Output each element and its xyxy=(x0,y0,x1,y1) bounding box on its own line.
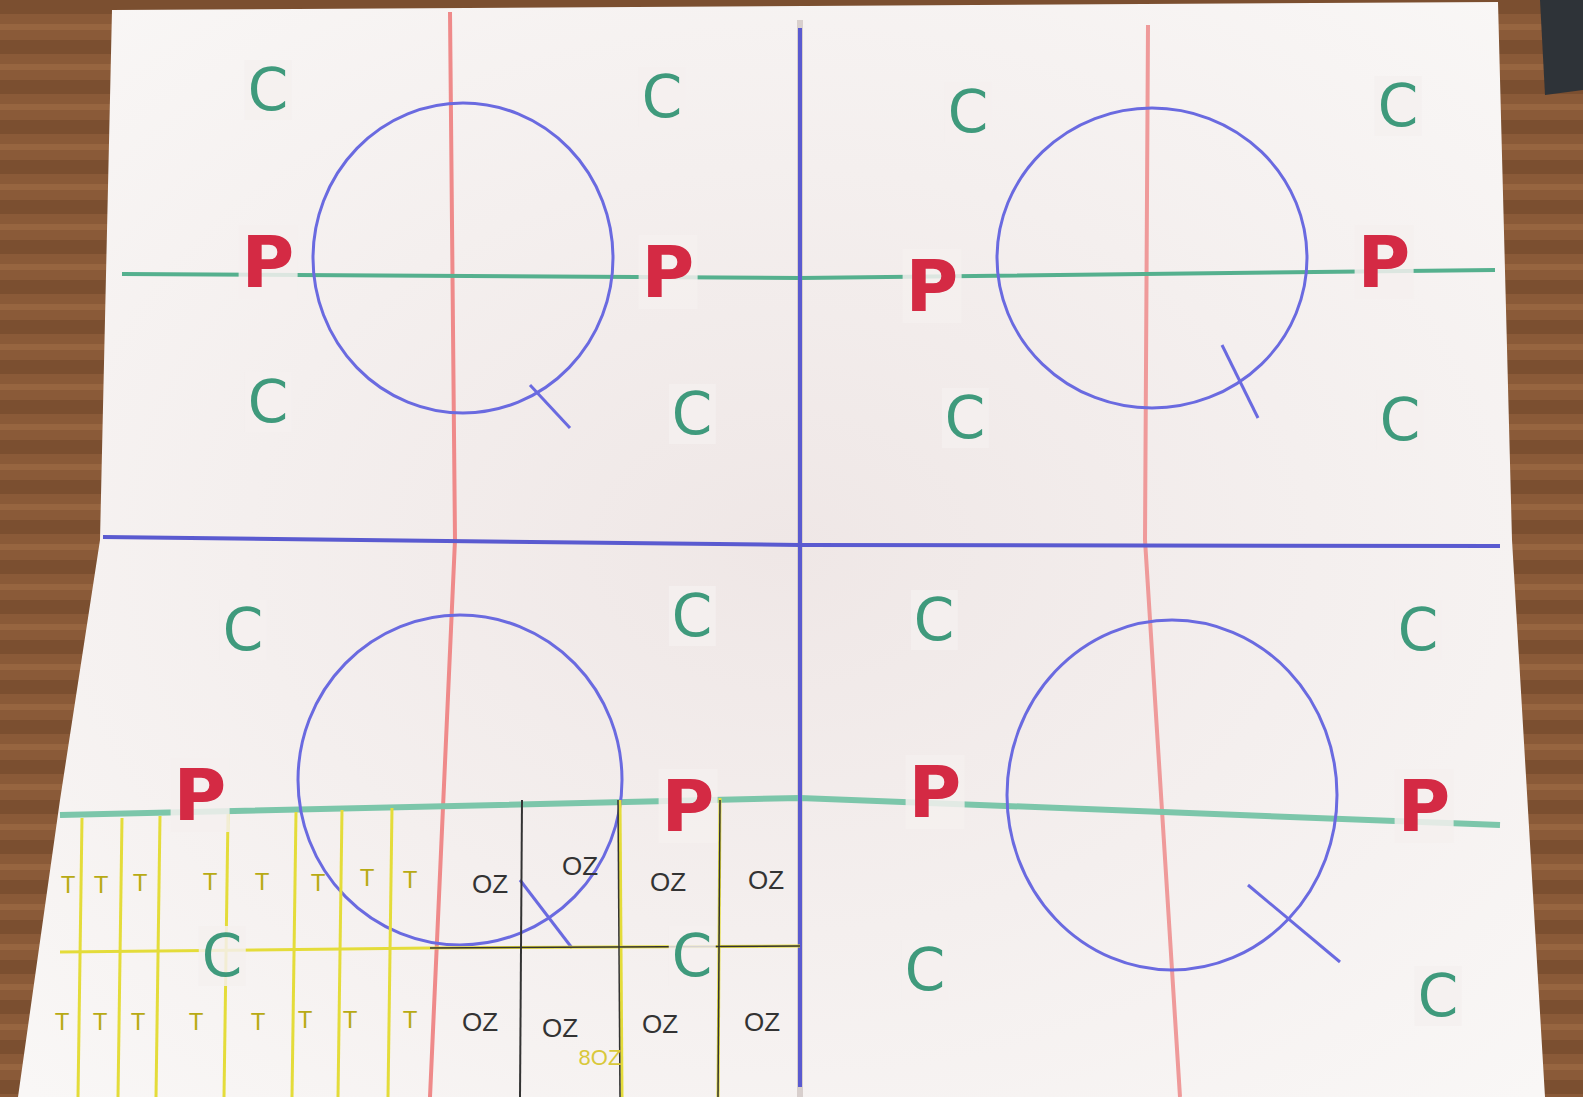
paper-sheet xyxy=(18,2,1545,1097)
letter-c: C xyxy=(1415,966,1462,1026)
circle-group xyxy=(298,103,1340,970)
letter-t: T xyxy=(252,869,273,895)
circle-tail xyxy=(520,880,572,948)
letter-p: P xyxy=(903,249,962,323)
letter-c: C xyxy=(245,60,292,120)
letter-c: C xyxy=(942,388,989,448)
green-line xyxy=(60,798,1500,825)
green-line xyxy=(122,270,1495,278)
blue-circle xyxy=(997,108,1307,408)
letter-t: T xyxy=(357,865,378,891)
oz-label: OZ xyxy=(469,870,511,898)
letter-t: T xyxy=(400,867,421,893)
blue-circle xyxy=(313,103,613,413)
letter-p: P xyxy=(639,235,698,309)
letter-p: P xyxy=(239,225,298,299)
oz-label: OZ xyxy=(559,852,601,880)
blue-line xyxy=(103,537,1500,546)
blue-circle xyxy=(298,615,622,945)
letter-c: C xyxy=(245,372,292,432)
letter-t: T xyxy=(186,1009,207,1035)
letter-c: C xyxy=(1395,600,1442,660)
letter-c: C xyxy=(639,67,686,127)
letter-c: C xyxy=(199,926,246,986)
letter-p: P xyxy=(1395,769,1454,843)
letter-p: P xyxy=(659,769,718,843)
letter-t: T xyxy=(128,1009,149,1035)
letter-p: P xyxy=(906,755,965,829)
oz-label: OZ xyxy=(741,1008,783,1036)
faint-label: 8OZ xyxy=(576,1046,625,1070)
letter-c: C xyxy=(220,600,267,660)
oz-label: OZ xyxy=(459,1008,501,1036)
circle-tail xyxy=(1248,885,1340,962)
letter-t: T xyxy=(248,1009,269,1035)
letter-t: T xyxy=(52,1009,73,1035)
letter-t: T xyxy=(308,870,329,896)
paper-fold xyxy=(797,20,803,1097)
letter-t: T xyxy=(200,869,221,895)
letter-c: C xyxy=(945,82,992,142)
circle-tail xyxy=(1222,345,1258,418)
letter-c: C xyxy=(1375,76,1422,136)
oz-label: OZ xyxy=(539,1014,581,1042)
letter-t: T xyxy=(340,1007,361,1033)
letter-t: T xyxy=(58,872,79,898)
letter-c: C xyxy=(1377,390,1424,450)
letter-c: C xyxy=(669,384,716,444)
letter-t: T xyxy=(130,870,151,896)
letter-t: T xyxy=(400,1007,421,1033)
letter-t: T xyxy=(295,1007,316,1033)
letter-t: T xyxy=(90,1009,111,1035)
black-line xyxy=(520,800,522,1097)
red-line xyxy=(1145,25,1180,1097)
oz-label: OZ xyxy=(647,868,689,896)
letter-c: C xyxy=(902,940,949,1000)
black-line xyxy=(430,946,800,948)
red-line xyxy=(430,12,455,1097)
black-line xyxy=(718,800,720,1097)
letter-p: P xyxy=(171,758,230,832)
oz-label: OZ xyxy=(639,1010,681,1038)
oz-label: OZ xyxy=(745,866,787,894)
circle-tail xyxy=(530,385,570,428)
dark-object xyxy=(1540,0,1583,95)
letter-t: T xyxy=(91,872,112,898)
blue-line xyxy=(798,28,802,1087)
letter-c: C xyxy=(669,926,716,986)
letter-c: C xyxy=(911,590,958,650)
letter-c: C xyxy=(669,586,716,646)
letter-p: P xyxy=(1355,225,1414,299)
